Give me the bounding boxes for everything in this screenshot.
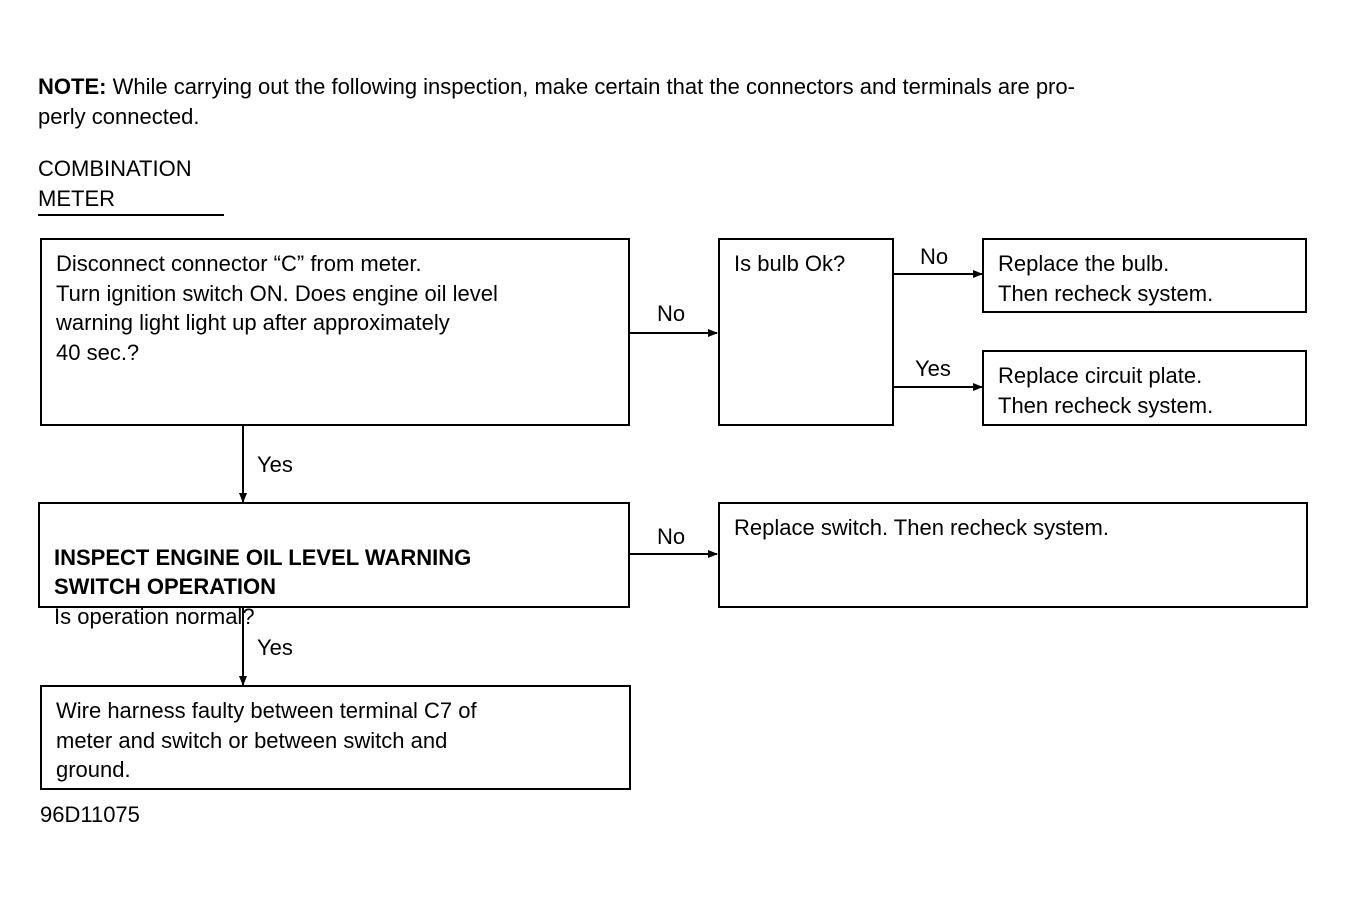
inspect-switch-question: Is operation normal?: [54, 603, 255, 629]
node-replace-bulb: Replace the bulb. Then recheck system.: [982, 238, 1307, 313]
edge-label-bulb-yes: Yes: [915, 356, 951, 381]
node-bulb-ok: Is bulb Ok?: [718, 238, 894, 426]
edge-label-light-no: No: [657, 301, 686, 326]
inspect-switch-title: INSPECT ENGINE OIL LEVEL WARNING SWITCH …: [54, 544, 472, 600]
edge-label-switch-no: No: [657, 524, 686, 549]
figure-code: 96D11075: [40, 802, 140, 827]
note-label: NOTE:: [38, 74, 107, 99]
edge-label-switch-yes: Yes: [257, 635, 293, 660]
node-check-light: Disconnect connector “C” from meter. Tur…: [40, 238, 630, 426]
note: NOTE: While carrying out the following i…: [38, 72, 1318, 132]
node-replace-circuit-plate: Replace circuit plate. Then recheck syst…: [982, 350, 1307, 426]
node-wire-harness: Wire harness faulty between terminal C7 …: [40, 685, 631, 790]
note-text: While carrying out the following inspect…: [38, 74, 1075, 129]
node-inspect-switch: INSPECT ENGINE OIL LEVEL WARNING SWITCH …: [38, 502, 630, 629]
node-replace-switch: Replace switch. Then recheck system.: [718, 502, 1308, 608]
section-title: COMBINATION METER: [38, 154, 224, 216]
edge-label-bulb-no: No: [920, 244, 949, 269]
edge-label-light-yes: Yes: [257, 452, 293, 477]
